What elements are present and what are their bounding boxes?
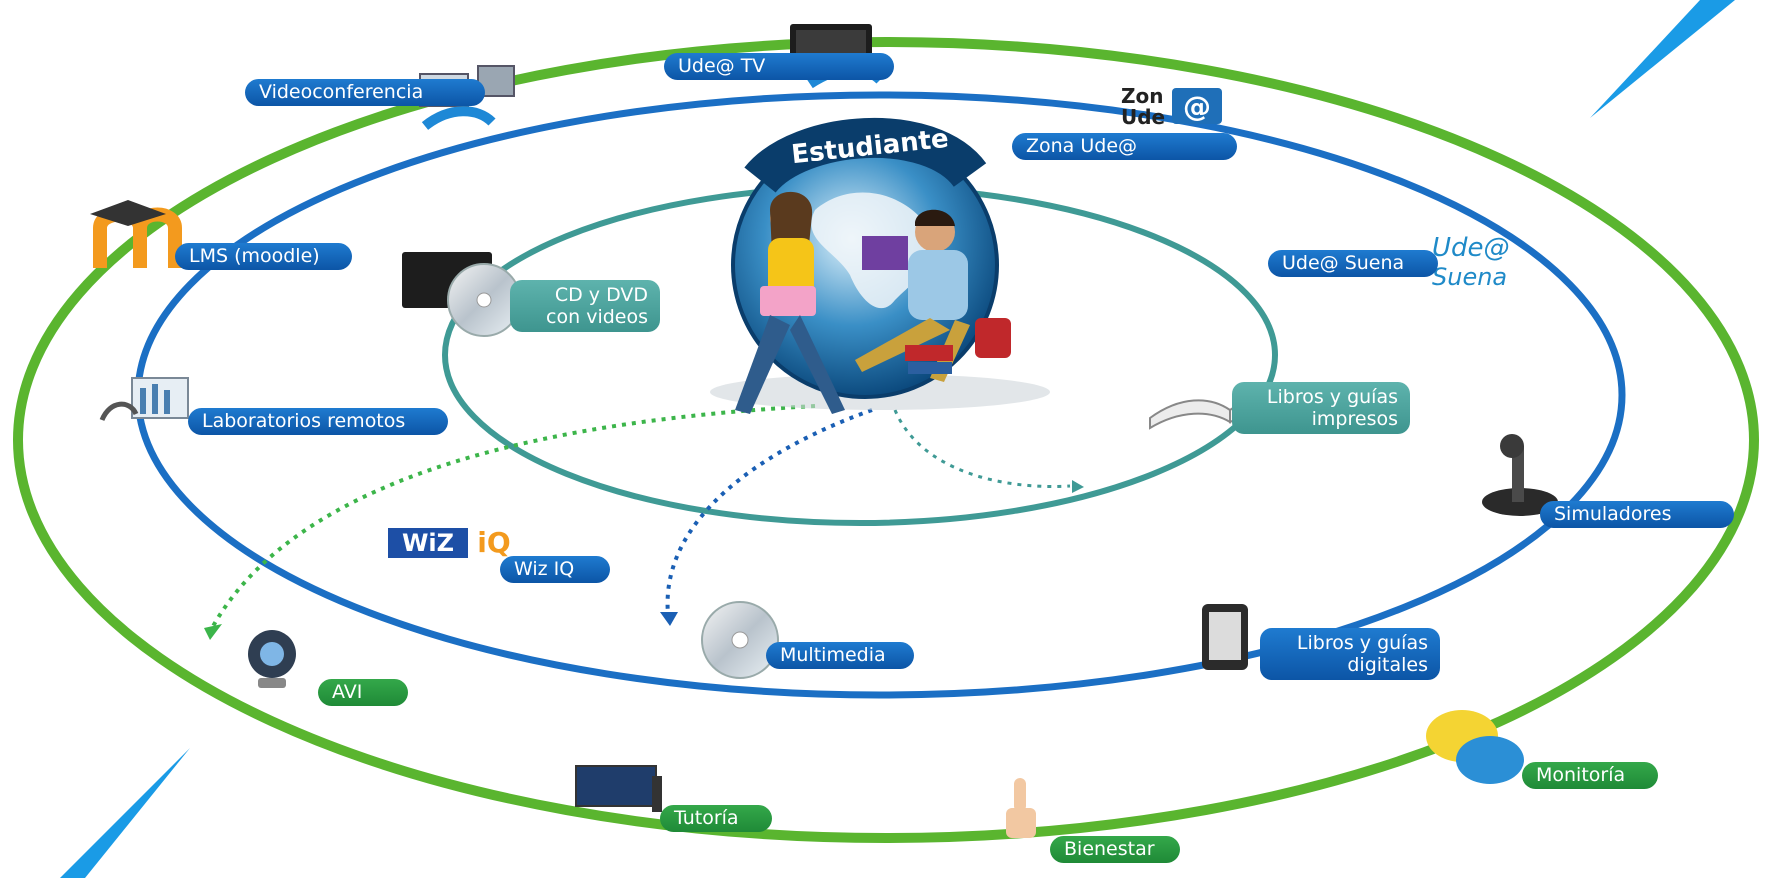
label-zona-ude: Zona Ude@ bbox=[1012, 133, 1237, 160]
label-lms-moodle: LMS (moodle) bbox=[175, 243, 352, 270]
remote-lab-icon bbox=[99, 377, 189, 422]
wiz-logo-part1: WiZ bbox=[402, 529, 454, 557]
label-videoconferencia: Videoconferencia bbox=[245, 79, 485, 106]
label-ude-suena: Ude@ Suena bbox=[1268, 250, 1438, 277]
zona-logo-line2: Ude bbox=[1121, 105, 1165, 129]
joystick-icon bbox=[1482, 434, 1558, 516]
label-libros-impresos-line1: Libros y guías bbox=[1266, 386, 1398, 408]
moodle-logo-icon bbox=[90, 200, 182, 268]
dotted-arrow-to-multimedia-head bbox=[660, 612, 678, 626]
label-tutoria: Tutoría bbox=[660, 805, 772, 832]
tutoring-board-icon bbox=[575, 765, 662, 812]
label-libros-impresos-line2: impresos bbox=[1311, 408, 1398, 430]
dotted-arrow-to-avi bbox=[210, 404, 816, 629]
wiz-logo-part2: iQ bbox=[477, 526, 510, 559]
dotted-arrow-to-libros-head bbox=[1072, 480, 1084, 493]
label-simuladores: Simuladores bbox=[1540, 501, 1734, 528]
bottom-left-accent-wedge bbox=[60, 748, 190, 878]
label-bienestar: Bienestar bbox=[1050, 836, 1180, 863]
webcam-icon bbox=[248, 630, 296, 688]
label-libros-digitales: Libros y guías digitales bbox=[1260, 628, 1440, 680]
label-libros-digitales-line1: Libros y guías bbox=[1296, 632, 1428, 654]
chat-bubbles-icon bbox=[1426, 710, 1524, 784]
label-wiz-iq: Wiz IQ bbox=[500, 556, 610, 583]
svg-text:@: @ bbox=[1183, 90, 1211, 123]
cd-dvd-monitor-icon bbox=[402, 252, 521, 337]
zona-logo-line1: Zon bbox=[1121, 84, 1163, 108]
label-libros-digitales-line2: digitales bbox=[1347, 654, 1428, 676]
ebook-reader-icon bbox=[1202, 604, 1248, 670]
zona-ude-logo-icon: @ Zon Ude bbox=[1121, 84, 1222, 129]
label-cd-dvd-line2: con videos bbox=[546, 306, 648, 328]
top-right-accent-wedge bbox=[1590, 0, 1735, 118]
label-cd-dvd-line1: CD y DVD bbox=[554, 284, 648, 306]
male-student-icon bbox=[855, 209, 1011, 382]
label-avi: AVI bbox=[318, 679, 408, 706]
label-monitoria: Monitoría bbox=[1522, 762, 1658, 789]
label-laboratorios-remotos: Laboratorios remotos bbox=[188, 408, 448, 435]
label-libros-impresos: Libros y guías impresos bbox=[1232, 382, 1410, 434]
dotted-arrow-to-libros bbox=[893, 409, 1071, 488]
thumbs-up-icon bbox=[1006, 778, 1036, 838]
svg-text:Ude@: Ude@ bbox=[1432, 233, 1510, 263]
outer-ring bbox=[13, 37, 1759, 843]
svg-text:Suena: Suena bbox=[1432, 263, 1507, 291]
multimedia-disc-icon bbox=[701, 601, 779, 679]
label-multimedia: Multimedia bbox=[766, 642, 914, 669]
dotted-arrow-to-multimedia bbox=[665, 408, 873, 615]
label-ude-tv: Ude@ TV bbox=[664, 53, 894, 80]
wiziq-logo-icon: WiZ iQ bbox=[388, 526, 511, 559]
female-student-icon bbox=[735, 191, 845, 414]
ude-suena-logo-icon: Ude@ Suena bbox=[1432, 233, 1510, 291]
globe-title-band bbox=[744, 117, 987, 194]
dotted-arrow-to-avi-head bbox=[204, 624, 222, 640]
label-cd-dvd: CD y DVD con videos bbox=[510, 280, 660, 332]
